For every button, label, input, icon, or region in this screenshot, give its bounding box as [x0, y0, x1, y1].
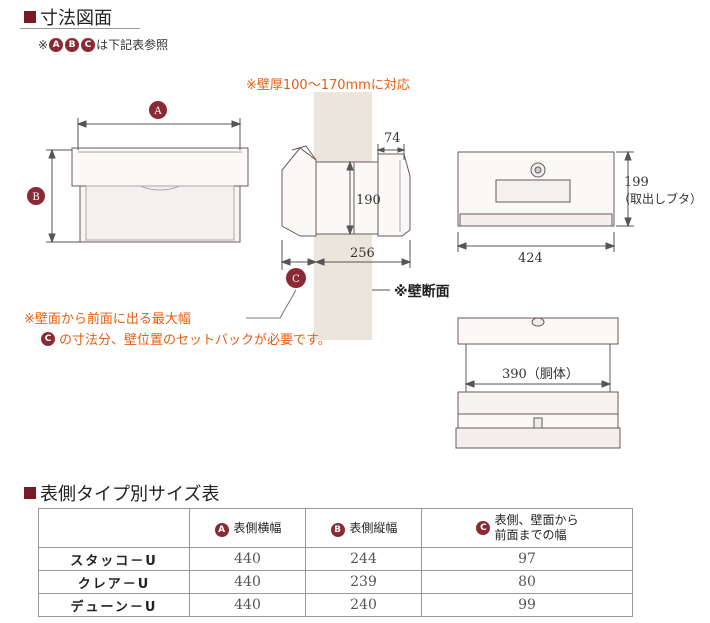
label-390: 390（胴体）: [502, 367, 579, 382]
cell-c: 80: [421, 570, 633, 594]
row-name: デューン－U: [38, 593, 190, 617]
table-header-row: A 表側横幅 B 表側縦幅 C 表側、壁面から 前面までの幅: [38, 508, 633, 548]
table-title-square-icon: [24, 487, 36, 499]
front-view: [71, 147, 249, 243]
wall-thickness-note: ※壁厚100～170mmに対応: [246, 78, 410, 93]
badge-c: C: [81, 37, 96, 52]
top-view: [457, 151, 615, 227]
table-header-empty: [38, 508, 190, 548]
max-width-note-1: ※壁面から前面に出る最大幅: [24, 312, 191, 327]
table-header-c: C 表側、壁面から 前面までの幅: [421, 508, 633, 548]
page-title: 寸法図面: [24, 4, 112, 30]
title-square-icon: [24, 11, 36, 23]
legend-prefix: ※: [38, 37, 49, 52]
label-c: C: [292, 274, 300, 285]
row-name: スタッコ－U: [38, 547, 190, 571]
bottom-view: [455, 317, 621, 449]
dim-256: [314, 240, 412, 268]
label-74: 74: [384, 131, 401, 146]
badge-b: B: [65, 37, 80, 52]
badge-c-note: C: [41, 331, 55, 346]
table-row: デューン－U 440 240 99: [38, 593, 633, 617]
badge-b-header: B: [330, 523, 345, 537]
dimension-drawing: A B 74 190 256: [27, 92, 649, 449]
cell-a: 440: [189, 570, 306, 594]
dim-b: [46, 148, 82, 244]
label-256: 256: [350, 246, 375, 261]
table-header-b-label: 表側縦幅: [349, 521, 398, 535]
side-view: [281, 145, 411, 237]
page-title-text: 寸法図面: [40, 8, 112, 29]
table-header-c-label: 表側、壁面から 前面までの幅: [494, 513, 579, 542]
legend-suffix: は下記表参照: [96, 38, 169, 52]
legend-note: ※ A B C は下記表参照: [38, 36, 168, 53]
max-width-note-2: の寸法分、壁位置のセットバックが必要です。: [59, 333, 331, 348]
label-199-sub: （取出しブタ）: [618, 192, 703, 206]
label-b: B: [32, 192, 39, 203]
badge-a-header: A: [214, 523, 229, 537]
cell-c: 99: [421, 593, 633, 617]
row-name: クレア－U: [38, 570, 190, 594]
table-row: クレア－U 440 239 80: [38, 570, 633, 594]
dim-199: [616, 150, 634, 228]
badge-a-circle: [149, 101, 167, 119]
label-190: 190: [356, 193, 381, 208]
label-a: A: [153, 106, 162, 117]
dim-190: [346, 160, 354, 236]
badge-c-header: C: [476, 521, 491, 535]
cell-b: 239: [305, 570, 422, 594]
dim-390: [464, 380, 612, 388]
table-header-a-label: 表側横幅: [233, 521, 282, 535]
dim-a: [76, 118, 242, 150]
dim-c: [280, 240, 318, 270]
label-424: 424: [518, 251, 543, 266]
table-title-text: 表側タイプ別サイズ表: [40, 484, 220, 505]
table-header-a: A 表側横幅: [189, 508, 306, 548]
badge-b-circle: [27, 187, 45, 205]
badge-a: A: [49, 37, 64, 52]
badge-c-circle: [286, 268, 306, 288]
cell-a: 440: [189, 593, 306, 617]
dim-74: [376, 144, 406, 160]
cell-b: 240: [305, 593, 422, 617]
table-title: 表側タイプ別サイズ表: [24, 480, 219, 506]
dim-424: [456, 232, 616, 252]
cell-b: 244: [305, 547, 422, 571]
max-width-note-2-row: C の寸法分、壁位置のセットバックが必要です。: [40, 329, 331, 348]
table-row: スタッコ－U 440 244 97: [38, 547, 633, 571]
table-header-b: B 表側縦幅: [305, 508, 422, 548]
cell-a: 440: [189, 547, 306, 571]
wall-section-label: ※壁断面: [394, 284, 450, 300]
size-table: A 表側横幅 B 表側縦幅 C 表側、壁面から 前面までの幅 スタッコ－U 44…: [38, 508, 633, 617]
cell-c: 97: [421, 547, 633, 571]
label-199: 199: [624, 175, 649, 190]
